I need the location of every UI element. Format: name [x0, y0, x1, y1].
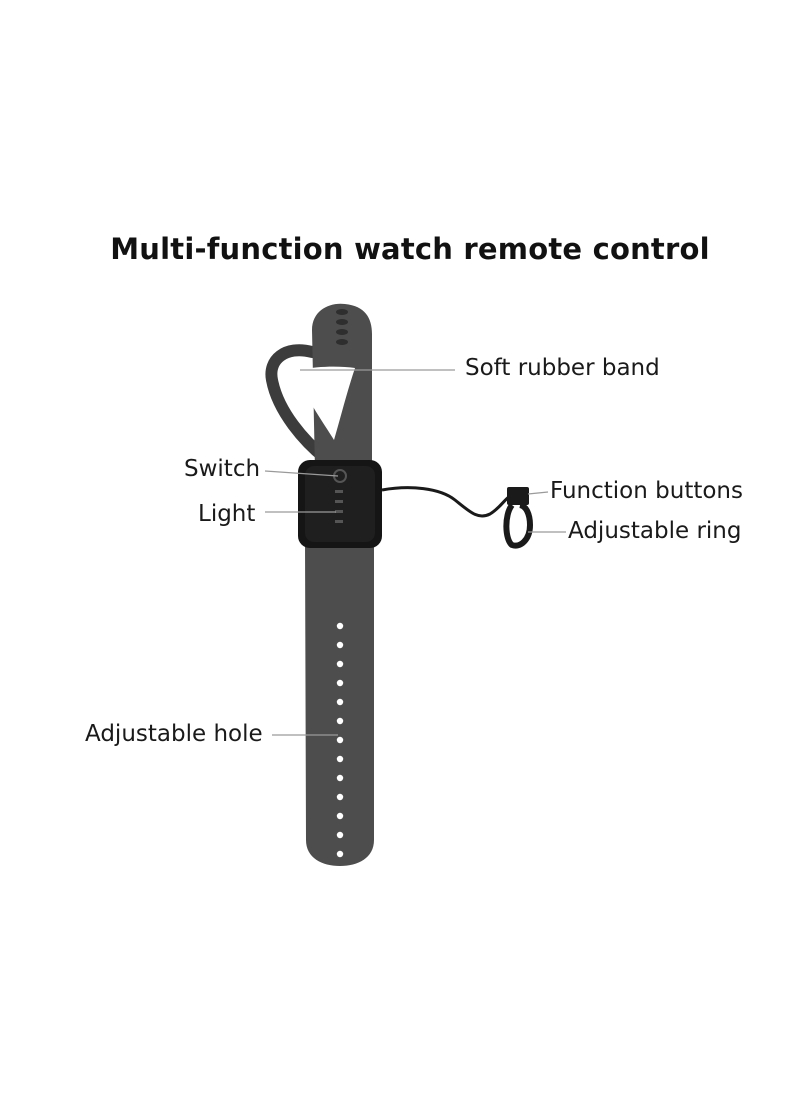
function-buttons-module — [507, 487, 529, 505]
cable — [381, 486, 511, 518]
strap-hole — [336, 755, 344, 763]
strap-hole — [336, 698, 344, 706]
strap-hole — [336, 831, 344, 839]
device-face — [305, 466, 375, 542]
label-adjustable-hole: Adjustable hole — [85, 721, 263, 747]
indicator-lights — [335, 490, 343, 523]
strap-hole — [336, 679, 344, 687]
adjustable-holes — [336, 622, 344, 858]
page-title: Multi-function watch remote control — [110, 232, 710, 266]
strap-hole — [336, 774, 344, 782]
adjustable-ring — [503, 502, 534, 549]
loop-inner — [300, 366, 355, 440]
leader-switch — [264, 470, 339, 477]
label-soft-rubber-band: Soft rubber band — [465, 355, 660, 381]
strap-hole — [336, 850, 344, 858]
strap-hole — [336, 641, 344, 649]
strap-hole — [336, 717, 344, 725]
label-switch: Switch — [184, 456, 261, 482]
label-light: Light — [198, 501, 256, 527]
strap-hole — [336, 622, 344, 630]
strap-hole — [336, 736, 344, 744]
label-function-buttons: Function buttons — [550, 478, 743, 504]
label-adjustable-ring: Adjustable ring — [568, 518, 742, 544]
strap-hole — [336, 660, 344, 668]
strap-prongs — [336, 309, 348, 345]
strap-hole — [336, 812, 344, 820]
strap-hole — [336, 793, 344, 801]
leader-lines — [264, 369, 566, 736]
leader-function-buttons — [527, 491, 549, 495]
